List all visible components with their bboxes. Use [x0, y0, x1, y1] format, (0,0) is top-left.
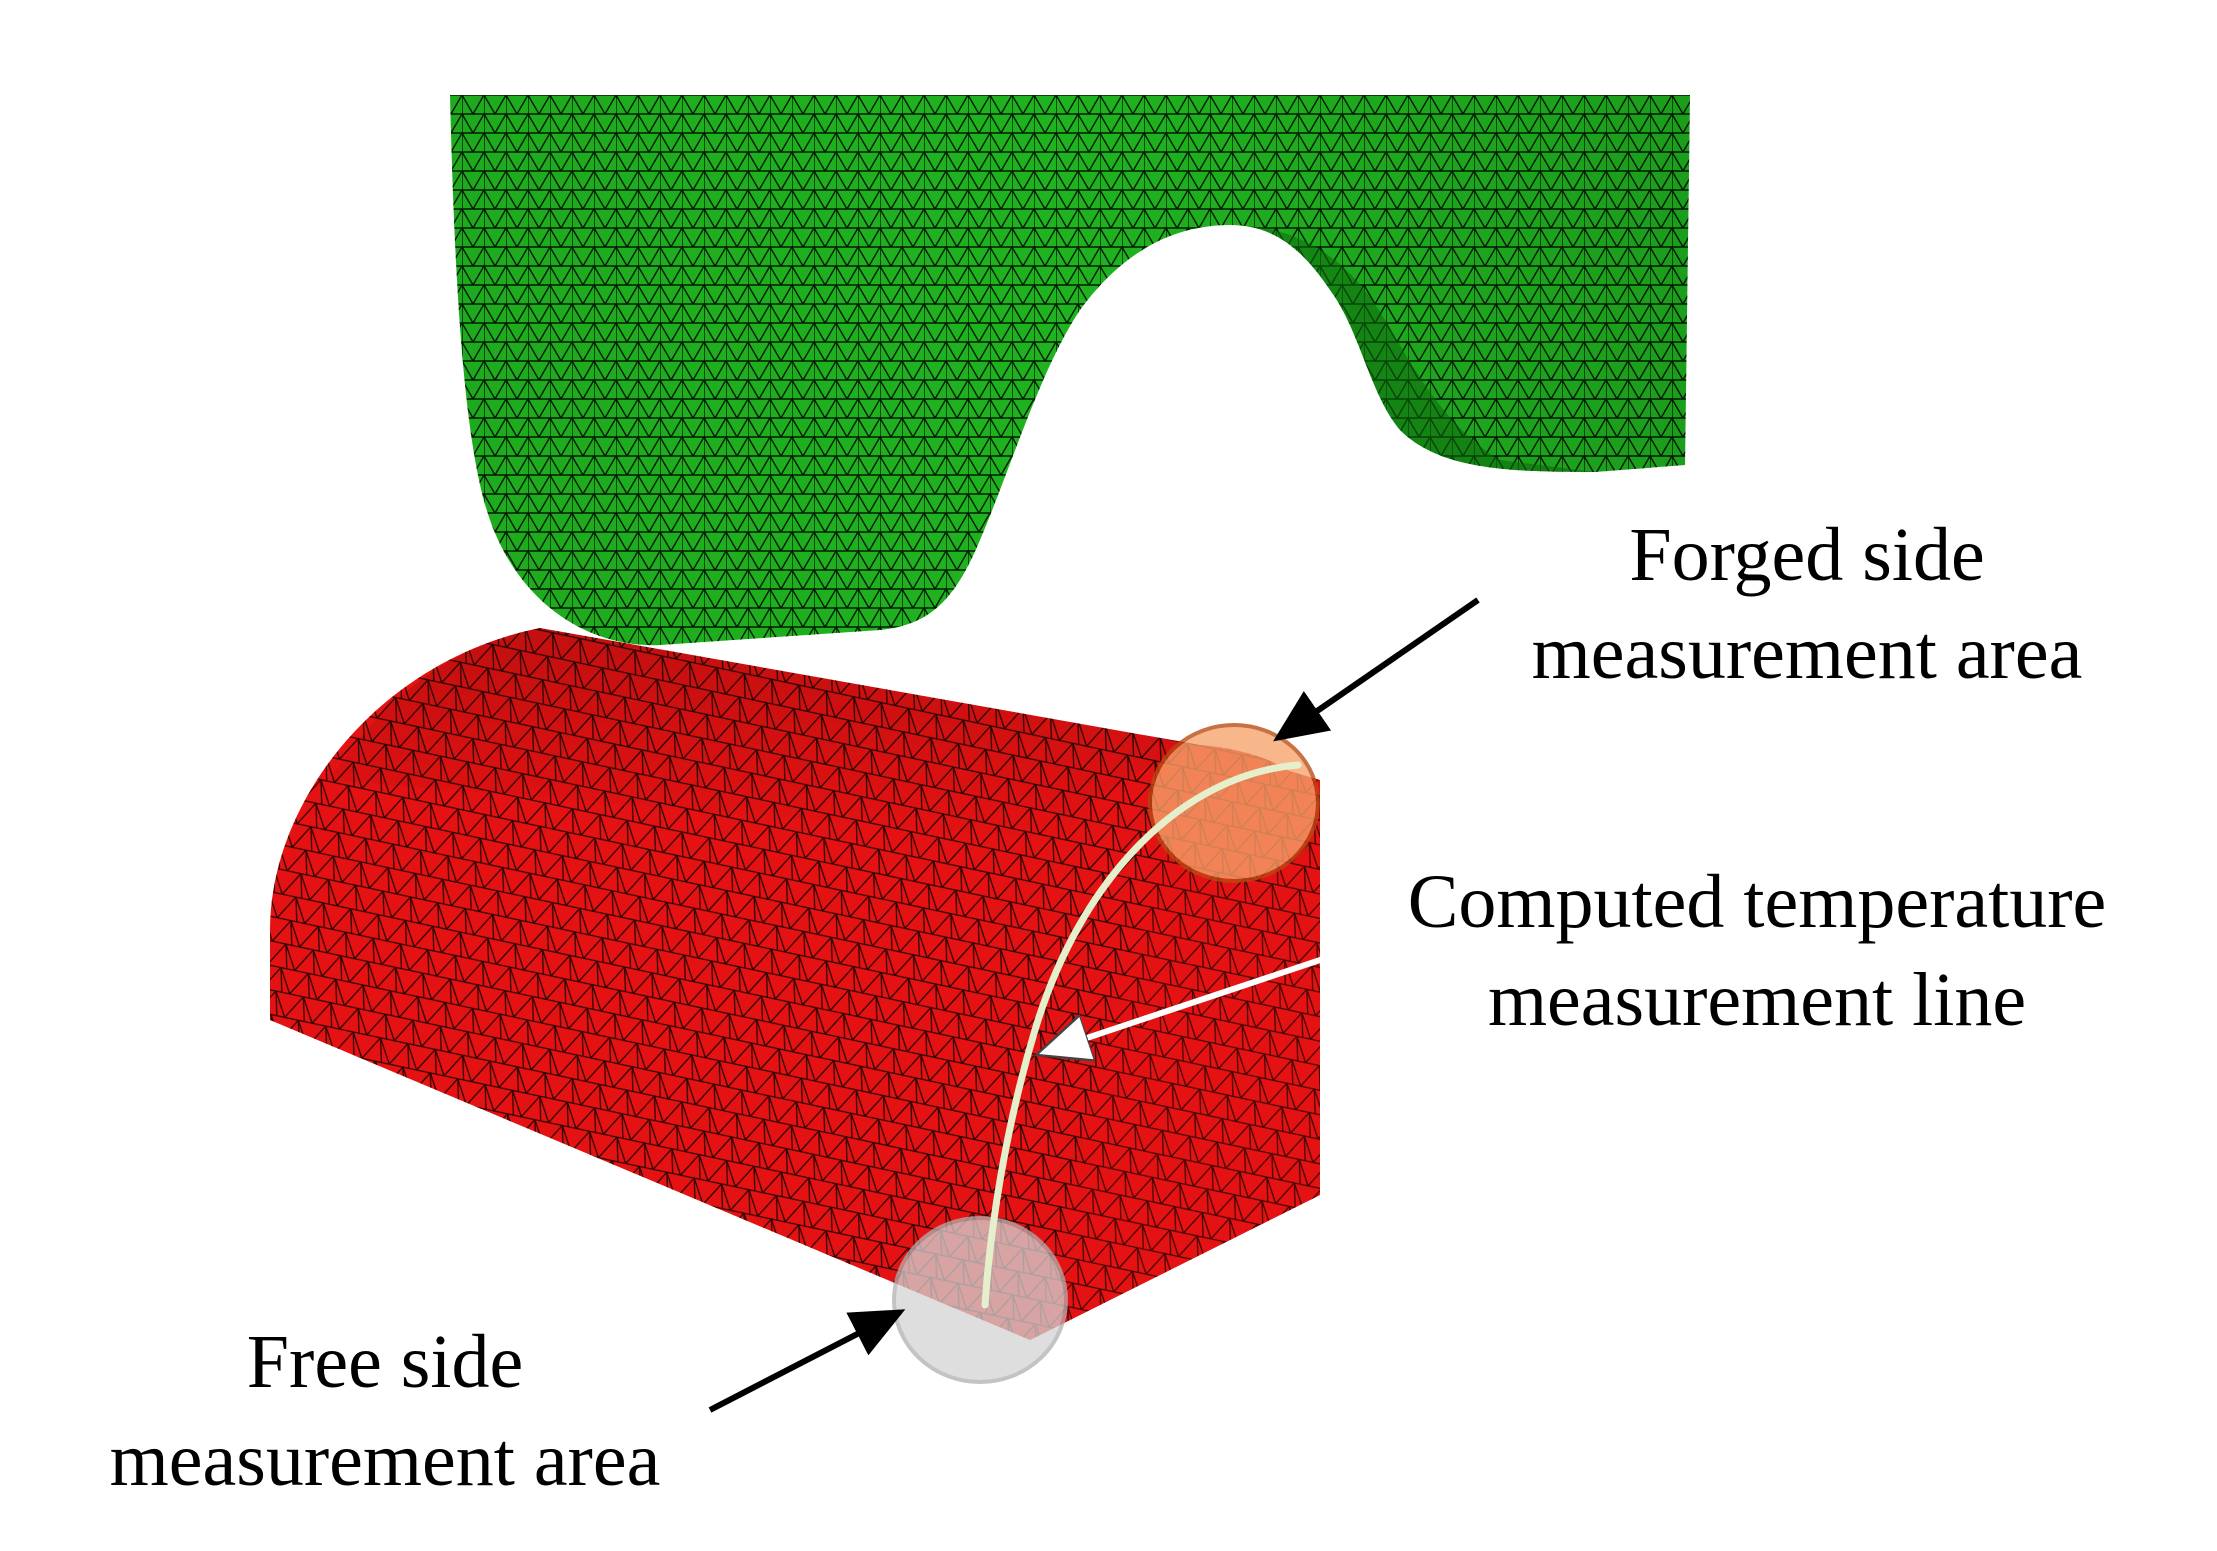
billet — [270, 628, 1320, 1340]
forged-side-label-line2: measurement area — [1532, 611, 2083, 695]
forged-side-label-line1: Forged side — [1629, 513, 1984, 597]
computed-line-label-line2: measurement line — [1488, 958, 2026, 1042]
free-side-label-line1: Free side — [247, 1320, 523, 1404]
free-side-measurement-area — [892, 1216, 1068, 1384]
free-side-label-line2: measurement area — [110, 1418, 661, 1502]
upper-die — [450, 95, 1690, 646]
upper-die-shading — [450, 95, 1690, 646]
billet-front-face-mesh — [1030, 745, 1320, 1340]
billet-top-shading — [330, 628, 1200, 840]
forged-side-measurement-area — [1148, 723, 1320, 883]
computed-temperature-measurement-line — [981, 761, 1302, 1309]
free-area-arrow — [708, 1309, 906, 1413]
measurement-line-arrow — [1042, 947, 1351, 1053]
computed-line-label-line1: Computed temperature — [1408, 860, 2107, 944]
forged-area-arrow — [1273, 597, 1480, 742]
